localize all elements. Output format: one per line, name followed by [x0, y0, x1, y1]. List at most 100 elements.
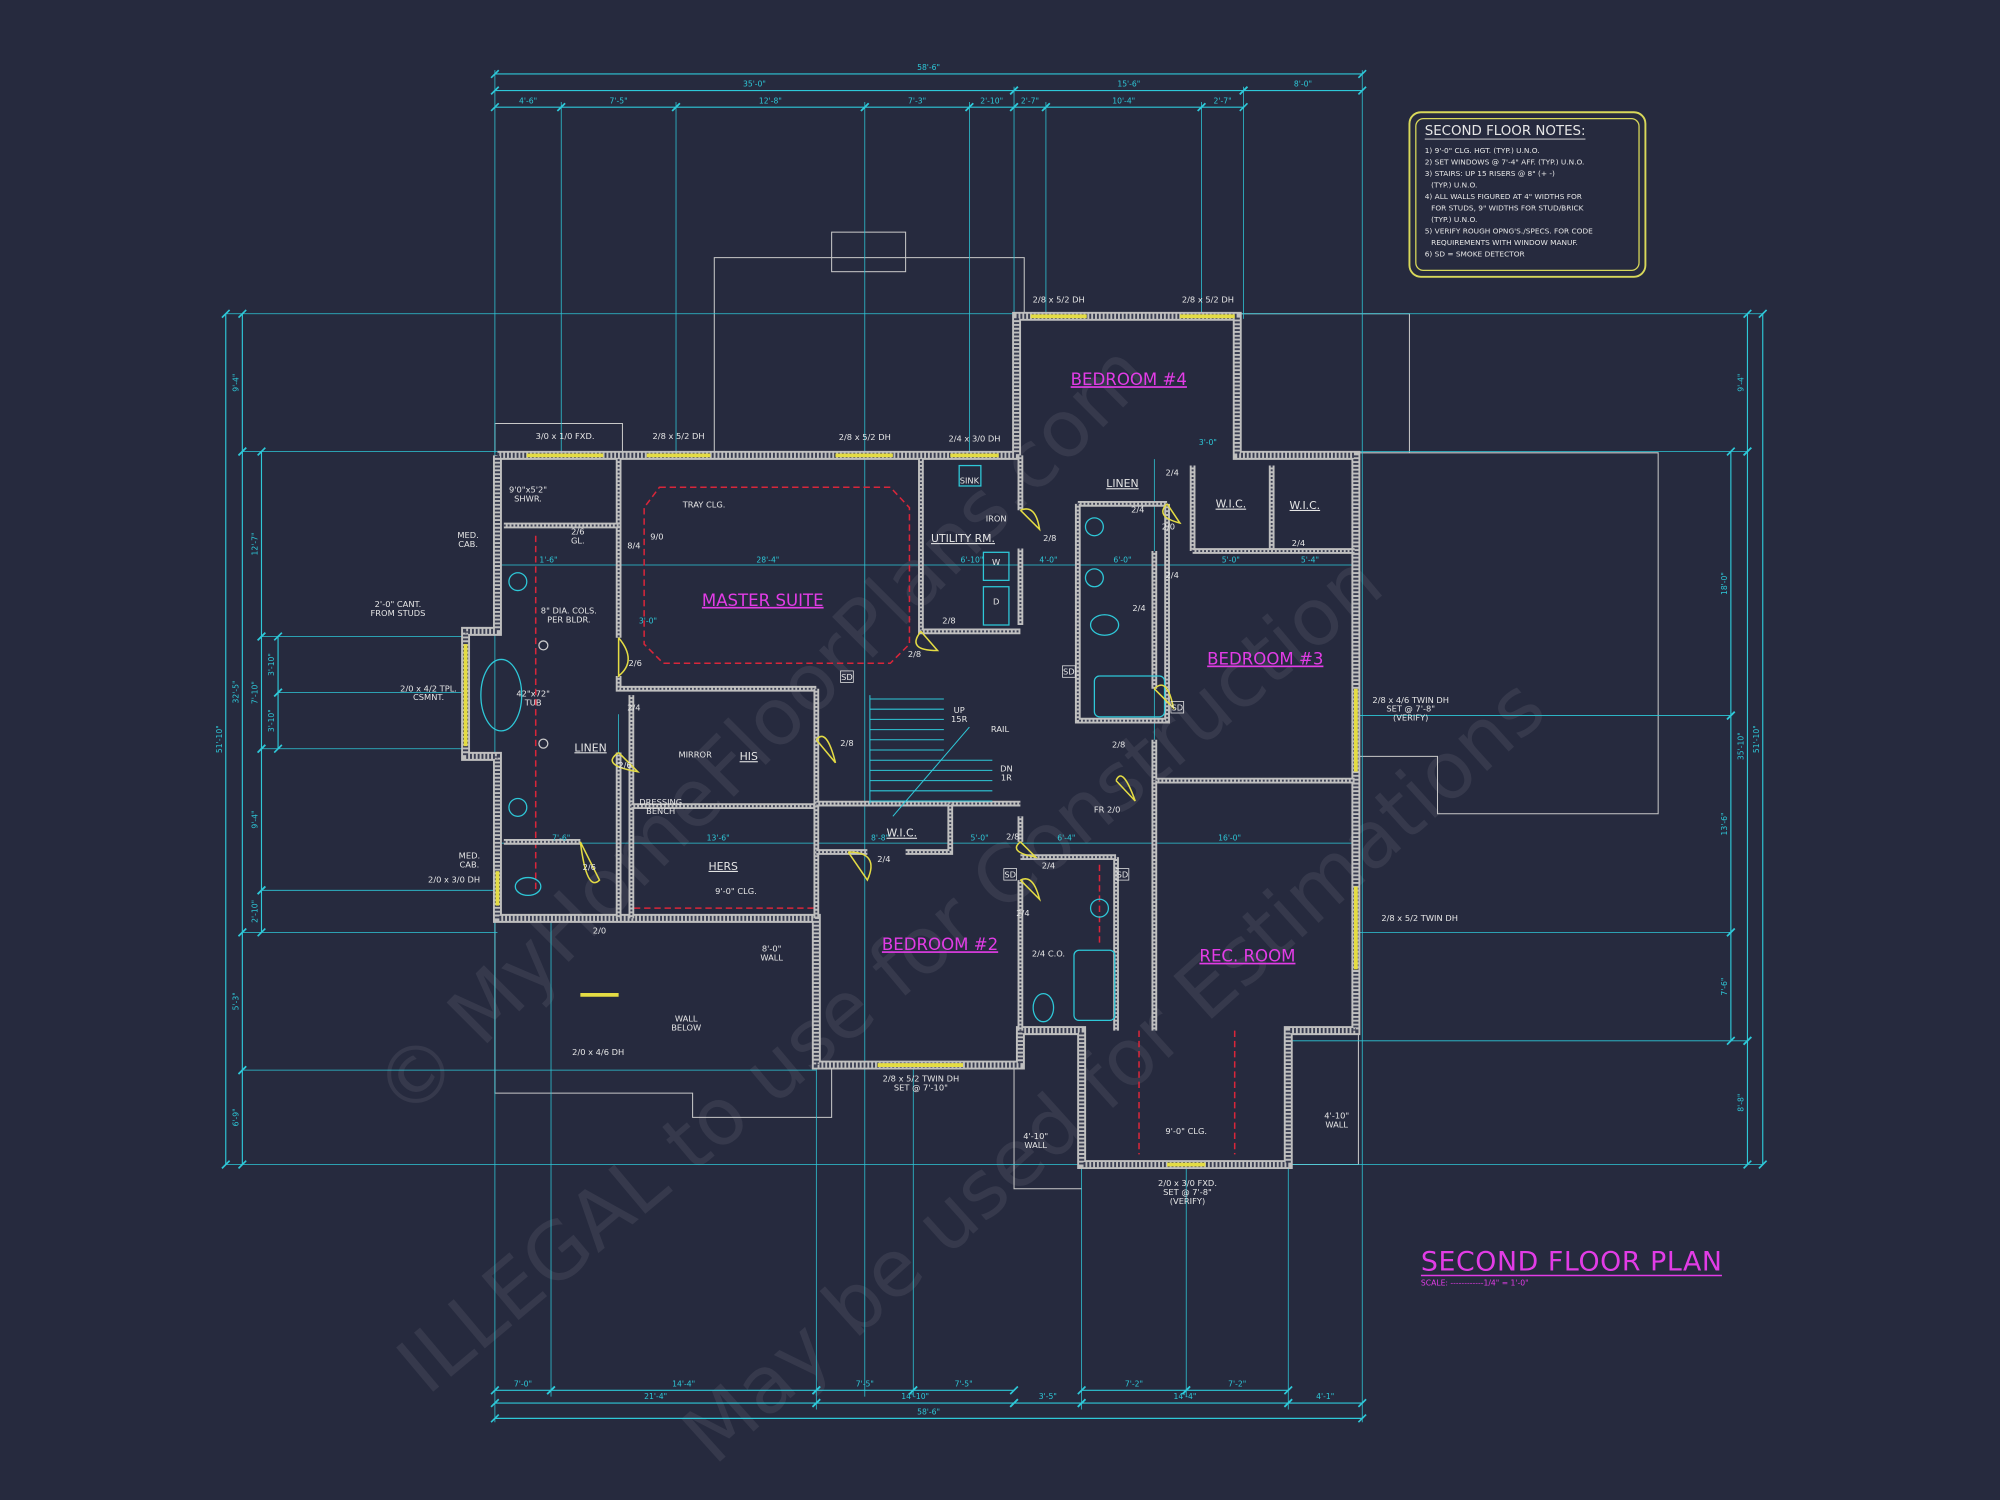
annotation: D [993, 597, 999, 607]
door-swing-icon[interactable] [1162, 503, 1182, 525]
door-size-label: 2/4 [1131, 505, 1144, 515]
interior-dimension: 5'-0" [971, 834, 989, 843]
dimension-label: 2'-10" [980, 96, 1003, 105]
annotation-text: CAB. [458, 539, 478, 549]
interior-dimension: 16'-0" [1218, 834, 1241, 843]
plan-title: SECOND FLOOR PLAN [1421, 1246, 1722, 1277]
smoke-detector-label: SD [841, 672, 853, 682]
dimension-label: 35'-0" [743, 80, 766, 89]
annotation-text: RAIL [991, 724, 1010, 734]
door-swing-icon[interactable] [1015, 841, 1038, 859]
window-label-text: SET @ 7'-10" [894, 1083, 948, 1093]
dimension-label: 2'-7" [1214, 96, 1232, 105]
note-line: FOR STUDS, 9" WIDTHS FOR STUD/BRICK [1431, 203, 1584, 212]
door-swing-icon[interactable] [1019, 508, 1041, 532]
window-label: 2/0 x 3/0 FXD.SET @ 7'-8"(VERIFY) [1158, 1178, 1217, 1206]
annotation-text: WALL [1325, 1120, 1348, 1130]
second-floor-notes: SECOND FLOOR NOTES: 1) 9'-0" CLG. HGT. (… [1408, 111, 1647, 278]
washer-icon [982, 551, 1010, 581]
smoke-detector: SD [840, 670, 854, 683]
annotation: 4'-10"WALL [1023, 1131, 1048, 1150]
door-swing-icon[interactable] [617, 637, 629, 678]
annotation-text: 8'-0" [762, 944, 782, 954]
window-label: 2/4 x 3/0 DH [948, 433, 1000, 443]
space-label: UTILITY RM. [931, 532, 995, 545]
window-label-text: 2/0 x 4/6 DH [572, 1047, 624, 1057]
annotation-text: 42"x72" [516, 688, 550, 698]
window-label-text: 2/8 x 5/2 DH [1182, 294, 1234, 304]
annotation: 8/4 [627, 540, 640, 550]
note-line: 1) 9'-0" CLG. HGT. (TYP.) U.N.O. [1425, 146, 1540, 155]
door-size-label: 2/8 [908, 649, 921, 659]
room-label: REC. ROOM [1199, 947, 1295, 966]
staircase [869, 695, 993, 817]
annotation: MED.CAB. [459, 850, 480, 869]
sink-icon [508, 797, 528, 817]
interior-dimension: 6'-4" [1057, 834, 1075, 843]
annotation-text: FROM STUDS [371, 608, 426, 618]
annotation-text: 9'-0" CLG. [1165, 1126, 1207, 1136]
door-swing-icon[interactable] [1019, 878, 1041, 902]
dimension-label: 7'-5" [955, 1379, 973, 1388]
sink-icon [1084, 517, 1104, 537]
annotation-text: TRAY CLG. [682, 500, 726, 510]
column-icon [538, 640, 549, 651]
plan-scale: SCALE: ------------1/4" = 1'-0" [1421, 1279, 1529, 1288]
notes-heading: SECOND FLOOR NOTES: [1425, 124, 1586, 139]
sink-icon [508, 572, 528, 592]
space-label: LINEN [574, 741, 606, 754]
tub-icon [480, 658, 523, 732]
window-label: 2/0 x 3/0 DH [428, 875, 480, 885]
door-size-label: 2/4 [1166, 570, 1179, 580]
window-label: 2/8 x 5/2 DH [1182, 294, 1234, 304]
door-size-label: 2/4 [1166, 468, 1179, 478]
column-icon [538, 738, 549, 749]
annotation-text: 8/4 [627, 540, 640, 550]
door-swing-icon[interactable] [847, 851, 872, 882]
annotation-text: 15R [951, 714, 968, 724]
door-swing-icon[interactable] [915, 630, 940, 652]
space-label: LINEN [1106, 477, 1138, 490]
window-label-text: (VERIFY) [1170, 1196, 1205, 1206]
window-label: 2/0 x 4/2 TPL.CSMNT. [400, 683, 457, 702]
dimension-label: 3'-10" [267, 653, 276, 676]
annotation-text: MED. [457, 530, 478, 540]
window-label-text: 2/8 x 5/2 DH [653, 431, 705, 441]
annotation-text: 9'-0" CLG. [715, 886, 757, 896]
door-swing-icon[interactable] [1153, 684, 1175, 711]
annotation-text: 9/0 [650, 532, 663, 542]
interior-dimension: 3'-0" [639, 617, 657, 626]
annotation: 2'-0" CANT.FROM STUDS [371, 599, 426, 618]
note-line: 5) VERIFY ROUGH OPNG'S./SPECS. FOR CODE [1425, 226, 1593, 235]
door-swing-icon[interactable] [815, 735, 837, 764]
annotation-text: WALL [675, 1014, 698, 1024]
door-swing-icon[interactable] [611, 751, 640, 773]
window-label: 2/8 x 5/2 TWIN DH [1381, 913, 1458, 923]
window-label: 2/0 x 4/6 DH [572, 1047, 624, 1057]
dimension-label: 9'-4" [232, 374, 241, 392]
dimension-label: 6'-9" [232, 1108, 241, 1126]
annotation: 9'-0" CLG. [1165, 1126, 1207, 1136]
door-swing-icon[interactable] [579, 841, 601, 884]
space-label: HIS [740, 750, 758, 763]
dimension-label: 18'-0" [1720, 572, 1729, 595]
annotation-text: TUB [524, 697, 542, 707]
door-swing-icon[interactable] [1115, 775, 1136, 802]
dimension-label: 21'-4" [644, 1392, 667, 1401]
door-size-label: 2/4 [1016, 908, 1029, 918]
dimension-label: 5'-3" [232, 992, 241, 1010]
room-label: BEDROOM #2 [882, 935, 998, 954]
note-line: 3) STAIRS: UP 15 RISERS @ 8" (+ -) [1425, 169, 1555, 178]
interior-dimension: 5'-0" [1222, 556, 1240, 565]
door-size-label: 2/8 [1006, 831, 1019, 841]
window-label-text: 2/8 x 5/2 DH [839, 432, 891, 442]
note-line: (TYP.) U.N.O. [1431, 180, 1477, 189]
dimension-label: 32'-5" [232, 680, 241, 703]
dimension-label: 14'-10" [901, 1392, 929, 1401]
walls [461, 311, 1361, 1170]
note-line: 2) SET WINDOWS @ 7'-4" AFF. (TYP.) U.N.O… [1425, 158, 1585, 167]
toilet-icon [1032, 992, 1055, 1023]
